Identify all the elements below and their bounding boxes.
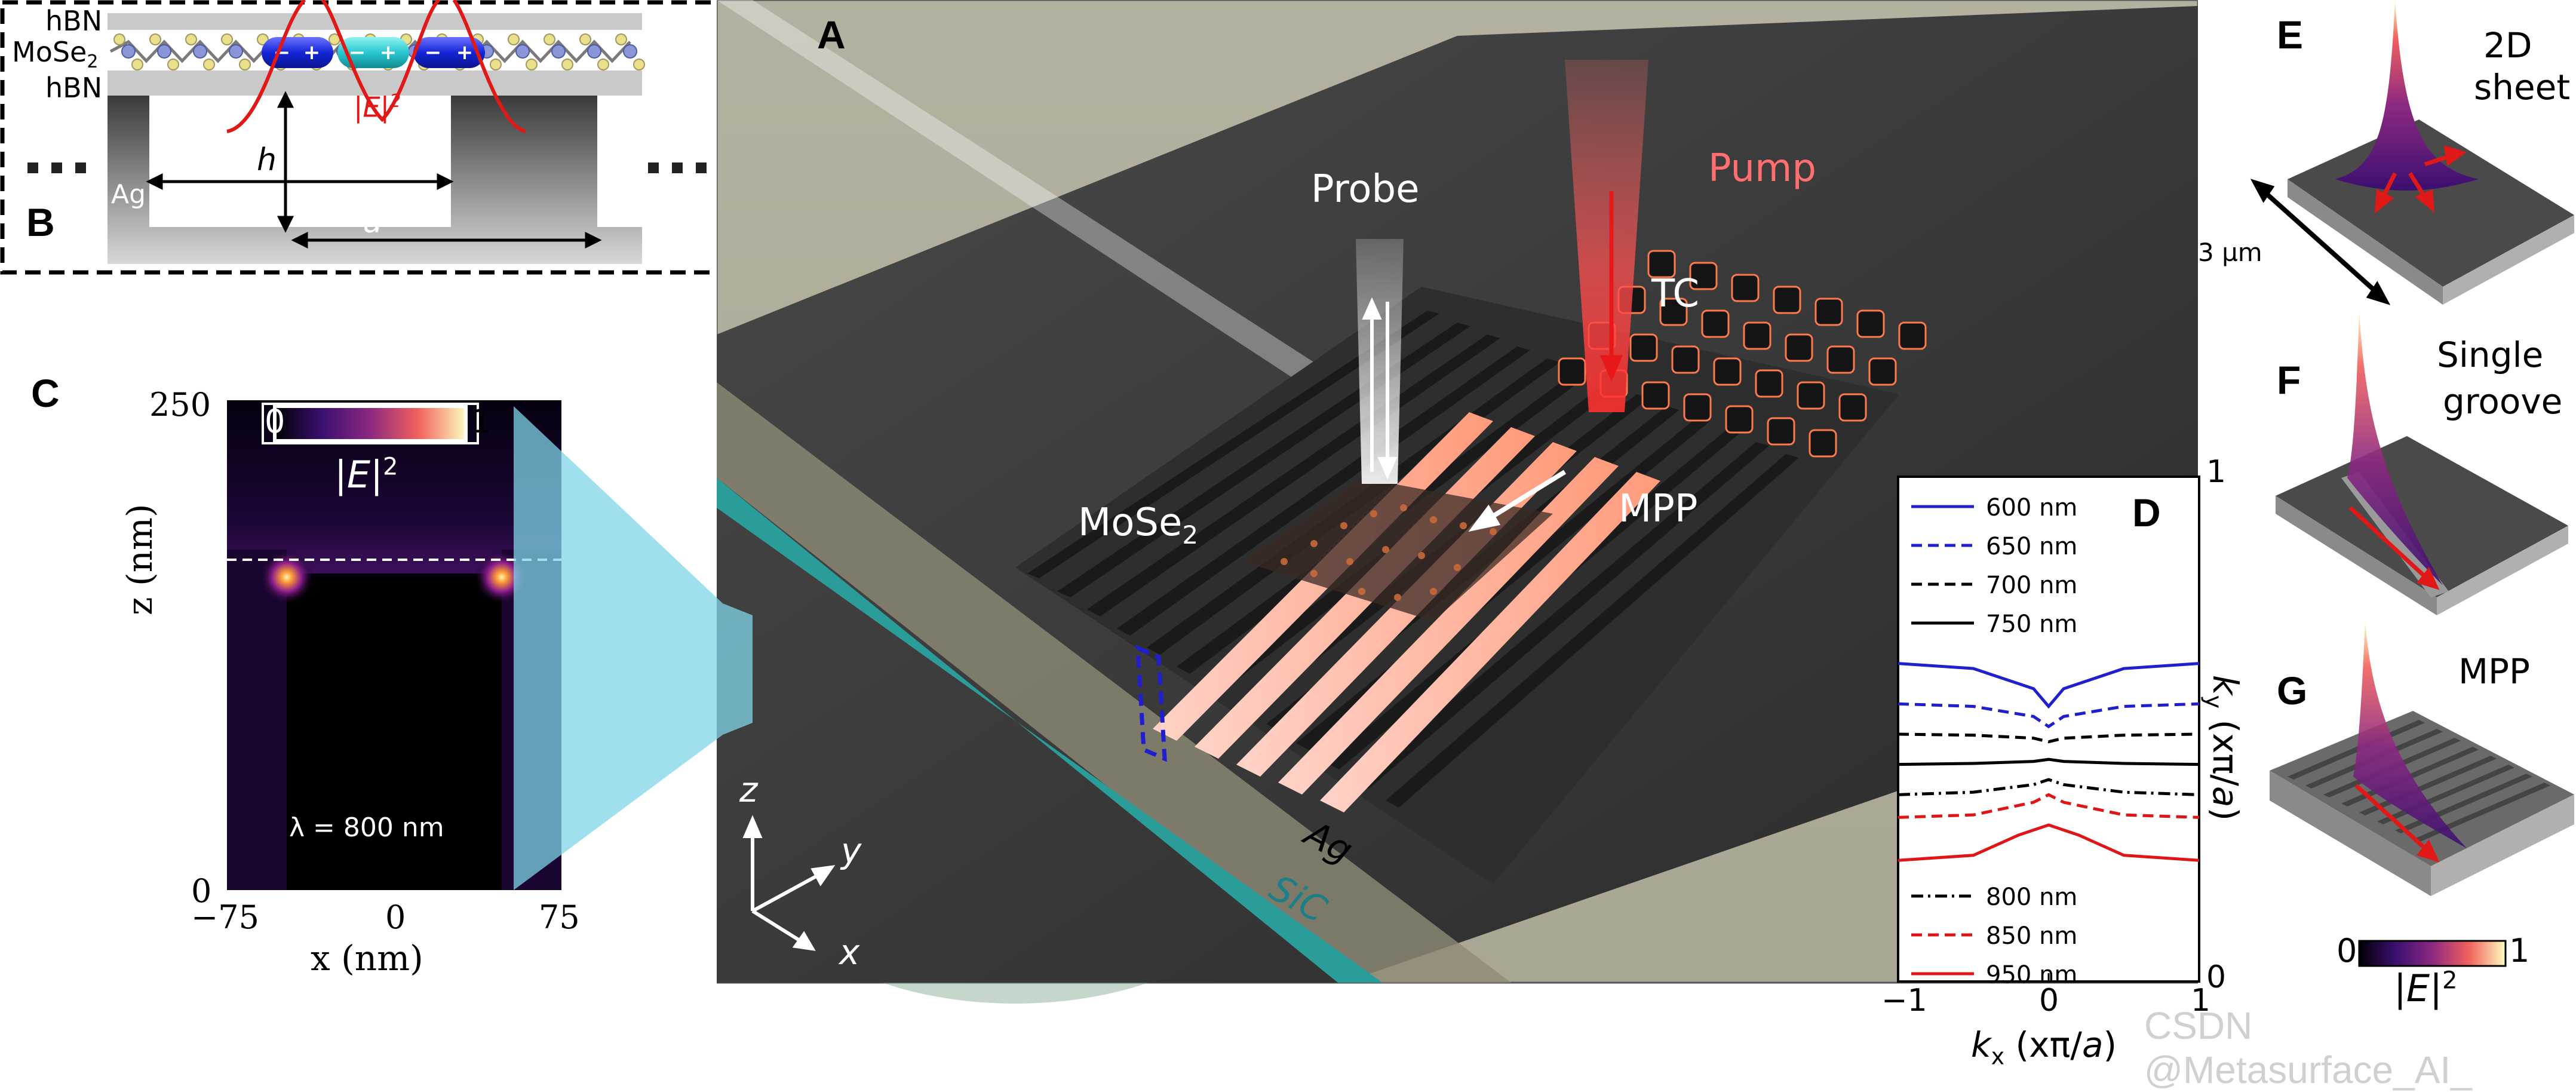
cyan-connector — [514, 406, 753, 890]
panel-efg-graphic — [2250, 0, 2574, 967]
mose2-layer-label: MoSe2 — [12, 36, 98, 72]
y-tick-d-1: 1 — [2206, 454, 2227, 490]
x-tick-d-0: 0 — [2039, 983, 2059, 1019]
legend-label-800-nm: 800 nm — [1986, 884, 2077, 911]
legend-label-650-nm: 650 nm — [1986, 533, 2077, 560]
axis-y-label: y — [841, 830, 862, 871]
y-tick-d-0: 0 — [2206, 959, 2227, 995]
hbn-bottom-label: hBN — [45, 72, 103, 104]
chart-d-frame — [1897, 476, 2200, 983]
kx-a: a — [2081, 1024, 2104, 1065]
tc-label: TC — [1651, 272, 1700, 316]
panel-b-letter: B — [26, 200, 55, 244]
dim-a-label: a — [363, 204, 382, 240]
mose2-label-a-text: MoSe — [1078, 501, 1183, 545]
x-tick-0: 0 — [385, 898, 406, 936]
panel-b: −+ −+ −+ B hBN MoSe2 hBN |E|2 Ag — [0, 0, 726, 275]
panel-efg: E 2D sheet 3 µm F Single groove G MPP 0 … — [2198, 0, 2576, 1071]
kx-k: k — [1971, 1024, 1991, 1065]
panel-a-letter: A — [817, 13, 846, 57]
x-axis-label-d: kx (xπ/a) — [1971, 1024, 2117, 1070]
panel-d: 600 nm 650 nm 700 nm 750 nm 800 nm 850 nm 950 … — [1881, 454, 2246, 1071]
pump-label: Pump — [1708, 146, 1816, 191]
field-label-b: |E|2 — [354, 91, 401, 123]
colorbar-c-max: 1 — [471, 403, 492, 440]
panel-f-letter: F — [2277, 358, 2301, 402]
legend-label-850-nm: 850 nm — [1986, 922, 2077, 950]
panel-f-title-2: groove — [2443, 381, 2563, 422]
panel-e-scale: 3 µm — [2198, 238, 2262, 267]
panel-f-title-1: Single — [2437, 335, 2544, 375]
y-tick-250: 250 — [149, 386, 211, 424]
legend-label-750-nm: 750 nm — [1986, 611, 2077, 638]
colorbar-g-label-text: |E| — [2394, 967, 2442, 1010]
x-tick-d-1: 1 — [2191, 983, 2211, 1019]
series-line-600-nm — [1898, 662, 2200, 709]
wavelength-label: λ = 800 nm — [289, 812, 444, 843]
mose2-label-a: MoSe2 — [1078, 501, 1198, 550]
x-tick-d-m1: −1 — [1881, 983, 1927, 1019]
y-axis-label-c: z (nm) — [119, 504, 160, 615]
mose2-label-a-sub: 2 — [1182, 520, 1199, 550]
panel-d-letter: D — [2132, 490, 2161, 535]
legend-label-600-nm: 600 nm — [1986, 494, 2077, 522]
field-label-b-sup: 2 — [389, 91, 401, 112]
series-line-850-nm — [1898, 793, 2200, 819]
mpp-label-a: MPP — [1619, 487, 1698, 531]
panel-c: C 0 1 |E|2 λ = 800 nm 250 0 z (nm) −75 0 — [0, 281, 717, 998]
svg-text:+: + — [303, 41, 321, 65]
x-tick-75: 75 — [539, 898, 580, 936]
legend-label-700-nm: 700 nm — [1986, 572, 2077, 599]
colorbar-g-max: 1 — [2509, 932, 2530, 970]
dispersion-chart: 600 nm 650 nm 700 nm 750 nm 800 nm 850 nm 950 … — [1897, 476, 2200, 989]
field-label-c-sup: 2 — [382, 453, 398, 481]
svg-text:−: − — [425, 41, 442, 65]
probe-label: Probe — [1311, 167, 1420, 211]
ag-label-b: Ag — [111, 179, 146, 210]
field-map — [227, 400, 561, 890]
series-line-800-nm — [1898, 778, 2200, 796]
mose2-layer-sub: 2 — [87, 51, 99, 73]
y-tick-0: 0 — [191, 872, 212, 910]
series-line-700-nm — [1898, 732, 2200, 744]
panel-g-letter: G — [2277, 668, 2308, 713]
axis-x-label: x — [839, 932, 860, 973]
field-label-b-text: |E| — [354, 91, 390, 124]
dim-w-label: w — [357, 148, 383, 184]
kx-sub: x — [1991, 1043, 2005, 1070]
axis-z-label: z — [739, 769, 758, 810]
panel-e-title-2: sheet — [2474, 67, 2571, 108]
colorbar-g-min: 0 — [2336, 932, 2357, 970]
series-line-750-nm — [1898, 757, 2200, 766]
panel-b-graphic: −+ −+ −+ — [0, 0, 725, 275]
svg-text:+: + — [456, 41, 474, 65]
hbn-top-label: hBN — [45, 5, 103, 37]
series-line-650-nm — [1898, 702, 2200, 729]
watermark: CSDN @Metasurface_AI_ — [2144, 1004, 2472, 1091]
panel-c-letter: C — [31, 371, 60, 415]
x-axis-label-c: x (nm) — [311, 938, 423, 978]
colorbar-g-label: |E|2 — [2394, 967, 2457, 1010]
series-line-950-nm — [1898, 823, 2200, 862]
panel-e-letter: E — [2277, 13, 2304, 57]
panel-e-title-1: 2D — [2483, 25, 2532, 66]
mose2-layer-text: MoSe — [12, 36, 87, 68]
field-label-c-text: |E| — [334, 453, 383, 496]
colorbar-g-label-sup: 2 — [2442, 967, 2458, 995]
svg-text:+: + — [380, 41, 397, 65]
legend-label-950-nm: 950 nm — [1986, 961, 2077, 989]
field-label-c: |E|2 — [334, 453, 398, 496]
x-tick-m75: −75 — [191, 898, 259, 936]
dim-h-label: h — [257, 142, 277, 178]
panel-g-title: MPP — [2458, 651, 2530, 692]
colorbar-c-min: 0 — [265, 403, 285, 440]
